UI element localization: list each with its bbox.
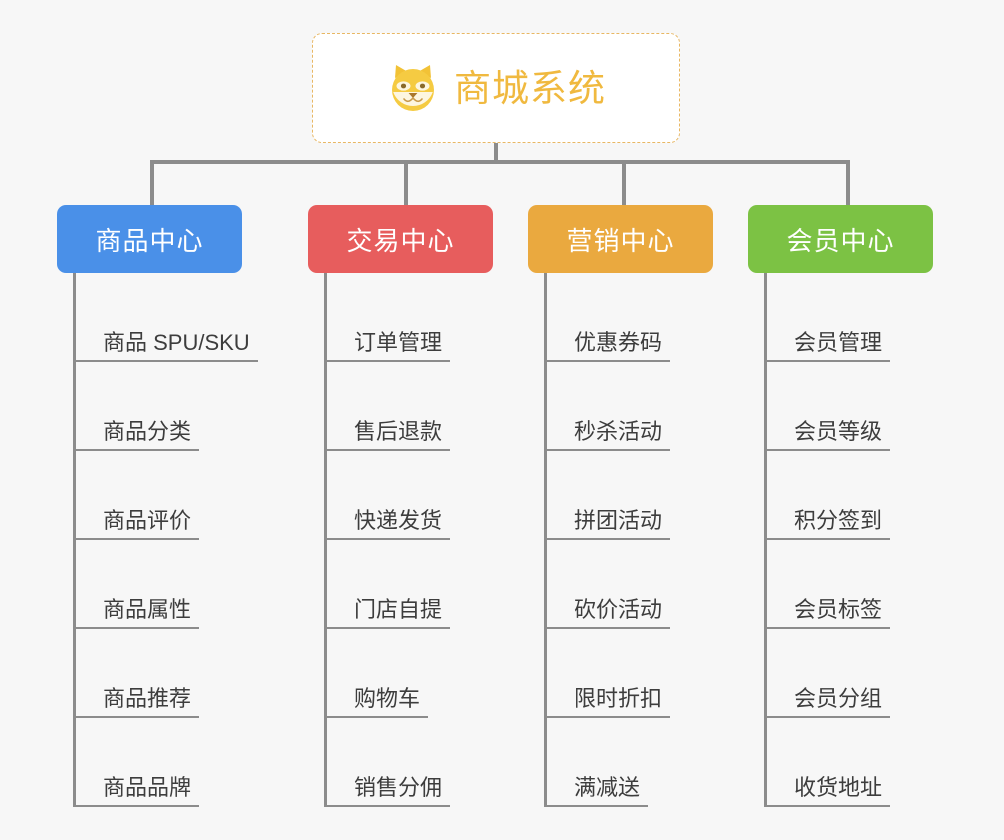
- list-item[interactable]: 会员管理: [748, 273, 978, 362]
- list-item[interactable]: 限时折扣: [528, 629, 758, 718]
- connector-drop-marketing-center: [622, 160, 626, 208]
- list-item-label: 销售分佣: [354, 774, 443, 800]
- list-item[interactable]: 优惠券码: [528, 273, 758, 362]
- list-item-label: 会员管理: [794, 329, 883, 355]
- list-item[interactable]: 售后退款: [308, 362, 538, 451]
- list-item-label: 门店自提: [354, 596, 443, 622]
- list-item-label: 积分签到: [794, 507, 883, 533]
- item-list-trade-center: 订单管理 售后退款 快递发货 门店自提 购物车 销售分佣: [308, 273, 538, 807]
- connector-horizontal-bus: [150, 160, 850, 164]
- list-item[interactable]: 商品属性: [57, 540, 287, 629]
- list-item-label: 商品 SPU/SKU: [103, 329, 250, 355]
- list-item-label: 订单管理: [354, 329, 443, 355]
- list-item-label: 商品分类: [103, 418, 192, 444]
- column-marketing-center: 营销中心 优惠券码 秒杀活动 拼团活动 砍价活动 限时折扣 满减送: [528, 205, 758, 807]
- item-list-marketing-center: 优惠券码 秒杀活动 拼团活动 砍价活动 限时折扣 满减送: [528, 273, 758, 807]
- list-item-label: 收货地址: [794, 774, 883, 800]
- root-title: 商城系统: [454, 67, 606, 109]
- list-item[interactable]: 门店自提: [308, 540, 538, 629]
- list-item-label: 拼团活动: [574, 507, 663, 533]
- list-item[interactable]: 销售分佣: [308, 718, 538, 807]
- list-item-label: 优惠券码: [574, 329, 663, 355]
- column-member-center: 会员中心 会员管理 会员等级 积分签到 会员标签 会员分组 收货地址: [748, 205, 978, 807]
- category-header-product-center[interactable]: 商品中心: [57, 205, 242, 273]
- list-item-label: 砍价活动: [574, 596, 663, 622]
- list-item-label: 会员分组: [794, 685, 883, 711]
- connector-drop-trade-center: [404, 160, 408, 208]
- list-item[interactable]: 拼团活动: [528, 451, 758, 540]
- list-item[interactable]: 商品评价: [57, 451, 287, 540]
- list-item[interactable]: 商品分类: [57, 362, 287, 451]
- list-item[interactable]: 会员等级: [748, 362, 978, 451]
- list-item-label: 商品属性: [103, 596, 192, 622]
- item-list-member-center: 会员管理 会员等级 积分签到 会员标签 会员分组 收货地址: [748, 273, 978, 807]
- column-spine: [764, 273, 767, 807]
- list-item[interactable]: 商品推荐: [57, 629, 287, 718]
- list-item-label: 会员等级: [794, 418, 883, 444]
- list-item[interactable]: 订单管理: [308, 273, 538, 362]
- column-spine: [324, 273, 327, 807]
- list-item-label: 商品评价: [103, 507, 192, 533]
- list-item-label: 售后退款: [354, 418, 443, 444]
- shiba-dog-face-icon: [386, 61, 440, 115]
- list-item-label: 限时折扣: [574, 685, 663, 711]
- list-item[interactable]: 会员分组: [748, 629, 978, 718]
- connector-drop-member-center: [846, 160, 850, 208]
- list-item-label: 秒杀活动: [574, 418, 663, 444]
- column-spine: [73, 273, 76, 807]
- list-item-label: 满减送: [574, 774, 641, 800]
- root-node[interactable]: 商城系统: [312, 33, 680, 143]
- list-item[interactable]: 商品 SPU/SKU: [57, 273, 287, 362]
- category-header-trade-center[interactable]: 交易中心: [308, 205, 493, 273]
- list-item[interactable]: 商品品牌: [57, 718, 287, 807]
- list-item[interactable]: 购物车: [308, 629, 538, 718]
- category-header-marketing-center[interactable]: 营销中心: [528, 205, 713, 273]
- list-item-label: 商品推荐: [103, 685, 192, 711]
- list-item-label: 会员标签: [794, 596, 883, 622]
- connector-root-stem: [494, 143, 498, 164]
- list-item[interactable]: 砍价活动: [528, 540, 758, 629]
- list-item[interactable]: 收货地址: [748, 718, 978, 807]
- list-item[interactable]: 会员标签: [748, 540, 978, 629]
- column-trade-center: 交易中心 订单管理 售后退款 快递发货 门店自提 购物车 销售分佣: [308, 205, 538, 807]
- list-item[interactable]: 积分签到: [748, 451, 978, 540]
- list-item[interactable]: 满减送: [528, 718, 758, 807]
- column-product-center: 商品中心 商品 SPU/SKU 商品分类 商品评价 商品属性 商品推荐 商品品牌: [57, 205, 287, 807]
- list-item-label: 快递发货: [354, 507, 443, 533]
- list-item-label: 商品品牌: [103, 774, 192, 800]
- list-item[interactable]: 秒杀活动: [528, 362, 758, 451]
- item-list-product-center: 商品 SPU/SKU 商品分类 商品评价 商品属性 商品推荐 商品品牌: [57, 273, 287, 807]
- list-item-label: 购物车: [354, 685, 421, 711]
- category-header-member-center[interactable]: 会员中心: [748, 205, 933, 273]
- connector-drop-product-center: [150, 160, 154, 208]
- column-spine: [544, 273, 547, 807]
- list-item[interactable]: 快递发货: [308, 451, 538, 540]
